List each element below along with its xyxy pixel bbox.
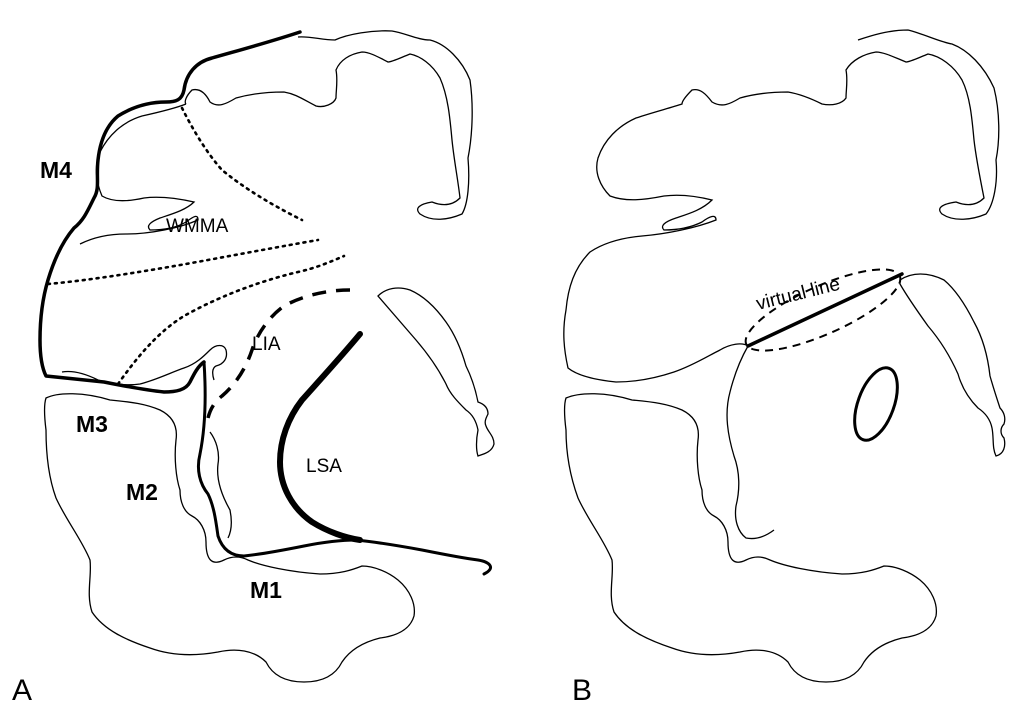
- panel-b-inner-boundary: [726, 345, 775, 540]
- panel-a-insula-outline: [377, 287, 495, 457]
- panel-a-frontal-outline: [184, 30, 473, 220]
- label-m1: M1: [250, 577, 282, 603]
- virtual-line: [746, 272, 904, 348]
- panel-b-oval-structure: [853, 366, 899, 442]
- panel-a: M4 WMMA LIA LSA M3 M2 M1 A: [12, 30, 495, 707]
- panel-b-temporal-outline: [563, 393, 938, 683]
- panel-b: virtual line B: [563, 29, 1006, 707]
- panel-a-wmma-dotted-lines: [46, 106, 346, 386]
- panel-a-m1-path: [196, 360, 492, 576]
- virtual-line-ellipse: [744, 268, 902, 352]
- panel-a-lsa-path: [277, 331, 363, 543]
- panel-a-temporal-outline: [43, 393, 416, 683]
- label-m3: M3: [76, 411, 108, 437]
- dotted-line-upper: [180, 106, 304, 222]
- panel-b-frontal-outline: [563, 29, 1000, 383]
- panel-a-m4-path: [38, 30, 302, 394]
- label-m4: M4: [40, 157, 72, 183]
- panel-letter-b: B: [572, 674, 592, 707]
- panel-b-insula-outline: [899, 273, 1006, 457]
- label-m2: M2: [126, 479, 158, 505]
- panel-letter-a: A: [12, 674, 32, 707]
- label-lsa: LSA: [306, 456, 342, 477]
- panel-a-lia-dashed: [206, 288, 351, 419]
- label-wmma: WMMA: [166, 216, 229, 237]
- dotted-line-lower: [116, 254, 346, 386]
- dotted-line-middle: [46, 238, 320, 286]
- label-lia: LIA: [252, 334, 281, 355]
- panel-a-gyri-outline: [79, 103, 199, 245]
- panel-a-m3-bump: [209, 431, 232, 539]
